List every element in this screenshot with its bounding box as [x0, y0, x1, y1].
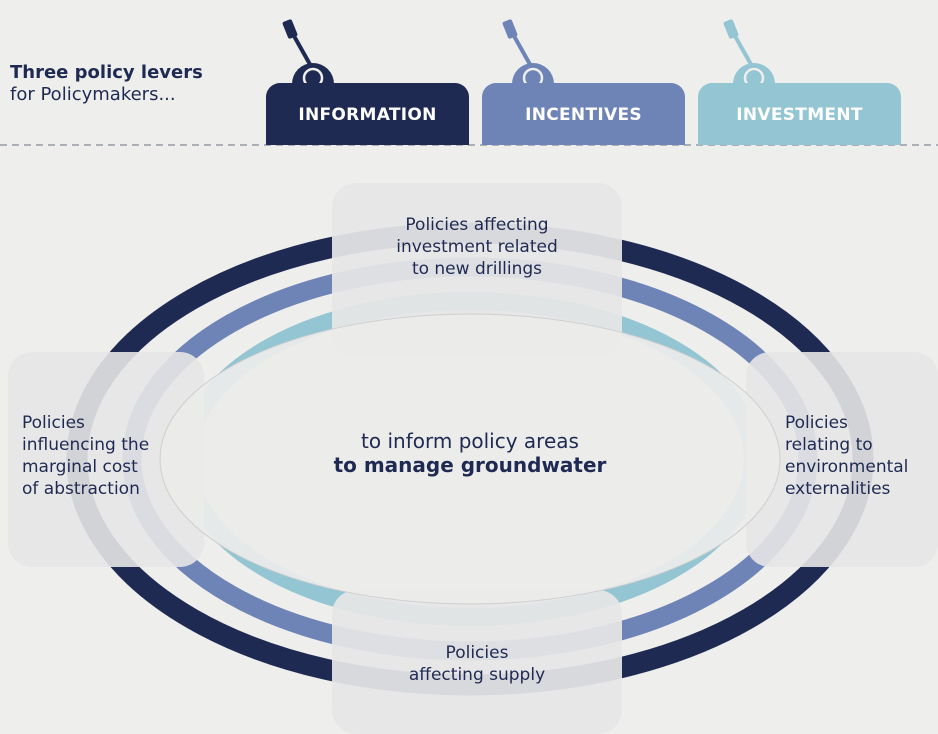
- policy-area-bottom-line: Policies: [445, 643, 509, 663]
- policy-area-top: Policies affecting investment related to…: [340, 214, 614, 280]
- tab-incentives-label: INCENTIVES: [525, 105, 642, 125]
- policy-area-bottom-line: affecting supply: [408, 665, 546, 685]
- policy-area-top-line: to new drillings: [411, 259, 543, 279]
- panel-right: [746, 352, 938, 567]
- tab-investment: INVESTMENT: [698, 83, 901, 145]
- policy-area-right-line: relating to: [785, 435, 873, 455]
- tab-information-label: INFORMATION: [298, 105, 437, 125]
- policy-area-left-line: influencing the: [22, 435, 150, 455]
- panel-bottom: [332, 590, 622, 734]
- policy-area-right: Policies relating to environmental exter…: [785, 412, 935, 500]
- tab-information: INFORMATION: [266, 83, 469, 145]
- policy-area-top-line: Policies affecting: [405, 215, 549, 235]
- policy-area-left: Policies influencing the marginal cost o…: [22, 412, 202, 500]
- policy-area-right-line: externalities: [785, 479, 891, 499]
- policy-area-top-line: investment related: [396, 237, 558, 257]
- center-text-line2: to manage groundwater: [333, 453, 607, 477]
- policy-area-left-line: of abstraction: [22, 479, 140, 499]
- lever-icon-investment: [723, 19, 775, 89]
- panel-top: [332, 183, 622, 358]
- lever-icon-incentives: [502, 19, 554, 89]
- policy-area-right-line: Policies: [785, 413, 848, 433]
- policy-area-left-line: Policies: [22, 413, 85, 433]
- policy-area-bottom: Policies affecting supply: [340, 642, 614, 686]
- center-text-line1: to inform policy areas: [361, 429, 579, 453]
- lever-icon-information: [282, 19, 334, 89]
- center-ellipse: [159, 313, 781, 605]
- policy-area-right-line: environmental: [785, 457, 909, 477]
- center-text: to inform policy areas to manage groundw…: [290, 429, 650, 477]
- tab-incentives: INCENTIVES: [482, 83, 685, 145]
- panel-left: [8, 352, 204, 567]
- levers-subtitle: for Policymakers...: [10, 84, 176, 105]
- tab-investment-label: INVESTMENT: [736, 105, 863, 125]
- levers-title: Three policy levers: [10, 62, 203, 83]
- policy-area-left-line: marginal cost: [22, 457, 138, 477]
